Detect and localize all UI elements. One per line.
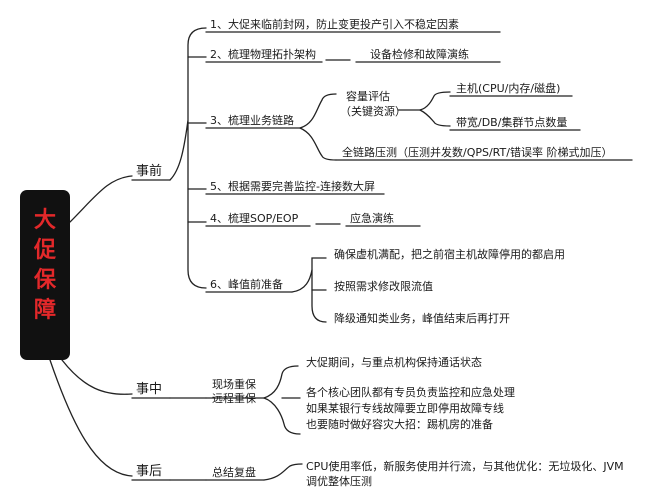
pressure-test: 全链路压测（压测并发数/QPS/RT/错误率 阶梯式加压）: [342, 146, 613, 159]
before-trunk: [169, 27, 207, 289]
capacity-note: （关键资源）: [340, 105, 406, 118]
link-root-after: [49, 359, 133, 477]
before-item-4-child: 应急演练: [350, 212, 394, 225]
before-item-1: 1、大促来临前封网，防止变更投产引入不稳定因素: [210, 18, 459, 31]
root-char-4: 障: [33, 298, 56, 323]
after-sub: 总结复盘: [212, 466, 256, 479]
during-child-2: 各个核心团队都有专员负责监控和应急处理: [306, 386, 515, 399]
root-char-1: 大: [33, 208, 56, 233]
during-label: 事中: [136, 382, 163, 397]
root-char-2: 促: [33, 238, 56, 263]
before-label: 事前: [136, 164, 163, 179]
before-item-3: 3、梳理业务链路: [210, 114, 294, 127]
after-text-line2: 调优整体压测: [306, 475, 372, 488]
during-child-4: 也要随时做好容灾大招：踢机房的准备: [306, 418, 493, 431]
before-item-2-child: 设备检修和故障演练: [370, 48, 469, 61]
during-sub-line2: 远程重保: [212, 392, 256, 405]
before-item-5: 5、根据需要完善监控-连接数大屏: [210, 180, 375, 193]
after-text-line1: CPU使用率低，新服务使用并行流，与其他优化：无垃圾化、JVM: [306, 460, 624, 473]
after-label: 事后: [136, 464, 163, 479]
during-child-1: 大促期间，与重点机构保持通话状态: [306, 356, 482, 369]
before-item-2: 2、梳理物理拓扑架构: [210, 48, 316, 61]
link-root-during: [61, 359, 133, 395]
during-sub-line1: 现场重保: [212, 378, 256, 391]
before-item-4: 4、梳理SOP/EOP: [210, 212, 299, 225]
root-char-3: 保: [33, 268, 56, 293]
capacity-label: 容量评估: [346, 90, 390, 103]
peak-child-2: 按照需求修改限流值: [334, 280, 433, 293]
during-child-3: 如果某银行专线故障要立即停用故障专线: [306, 402, 504, 415]
capacity-child-2: 带宽/DB/集群节点数量: [456, 116, 568, 129]
before-item-6: 6、峰值前准备: [210, 278, 283, 291]
peak-child-3: 降级通知类业务，峰值结束后再打开: [334, 312, 510, 325]
capacity-child-1: 主机(CPU/内存/磁盘): [456, 82, 561, 95]
peak-child-1: 确保虚机满配，把之前宿主机故障停用的都启用: [334, 248, 565, 261]
link-root-before: [69, 175, 133, 223]
root-node: 大 促 保 障: [20, 190, 70, 360]
